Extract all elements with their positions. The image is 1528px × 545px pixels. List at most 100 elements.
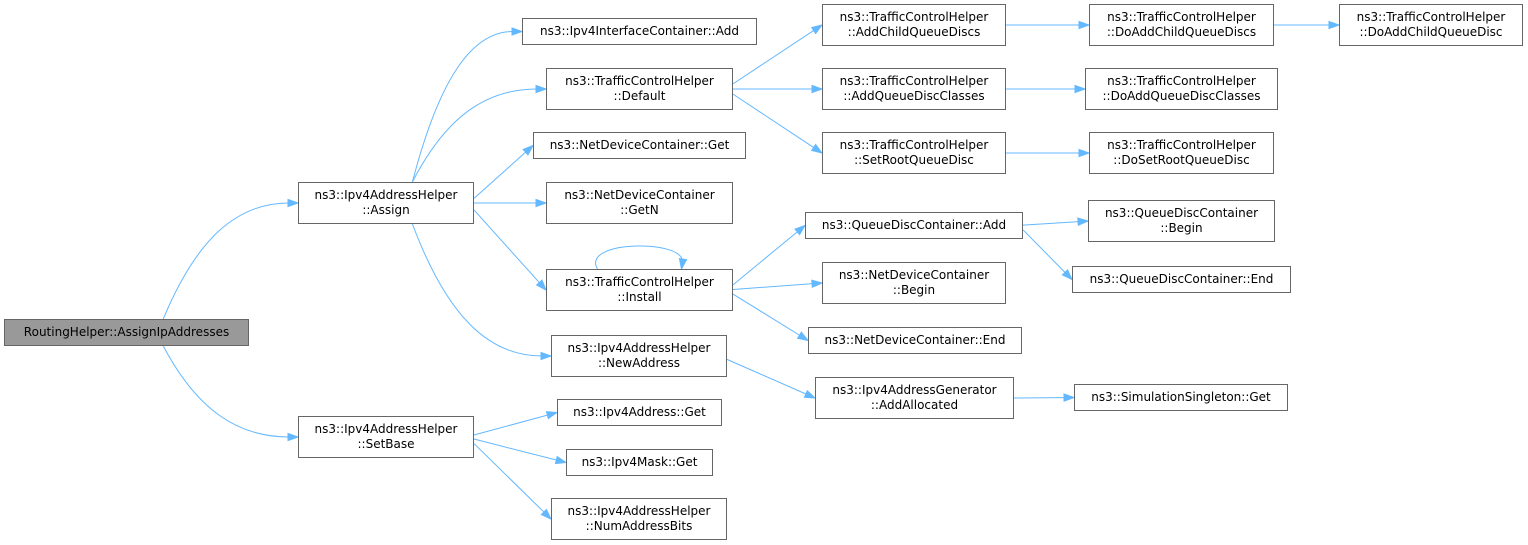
edge-arrowhead: [540, 351, 553, 361]
edge-arrowhead: [1078, 20, 1091, 30]
node-label: ns3::TrafficControlHelper: [839, 10, 989, 24]
edge-ipv4ah_assign-to-ipv4ic_add: [411, 31, 514, 183]
node-label: ns3::TrafficControlHelper: [839, 74, 989, 88]
node-label: ::NewAddress: [597, 356, 681, 370]
edge-routing_assign-to-ipv4ah_setbase: [162, 345, 290, 438]
edge-ipv4ah_setbase-to-ipv4ah_numaddressbits: [473, 443, 545, 514]
edge-tch_install-to-ndc_begin: [732, 283, 814, 290]
node-label: ns3::TrafficControlHelper: [839, 138, 989, 152]
node-label: ns3::NetDeviceContainer: [564, 188, 715, 202]
edge-arrowhead: [1078, 148, 1091, 158]
node-label: ::Assign: [362, 203, 410, 217]
edge-arrowhead: [522, 144, 535, 156]
edge-arrowhead: [287, 198, 300, 208]
edge-ipv4ah_assign-to-ndc_get: [473, 151, 527, 199]
node-label: ns3::TrafficControlHelper: [565, 275, 714, 289]
node-net-device-container-getn[interactable]: ns3::NetDeviceContainer ::GetN: [546, 182, 733, 224]
node-traffic-control-helper-add-queue-disc-classes[interactable]: ns3::TrafficControlHelper ::AddQueueDisc…: [822, 68, 1006, 110]
edge-arrowhead: [511, 27, 524, 36]
edge-arrowhead: [810, 24, 824, 35]
edge-arrowhead: [796, 331, 810, 342]
node-label: ::Begin: [892, 283, 936, 297]
node-label: ns3::TrafficControlHelper: [565, 74, 714, 88]
node-traffic-control-helper-install[interactable]: ns3::TrafficControlHelper ::Install: [546, 269, 733, 311]
edge-arrowhead: [1074, 84, 1087, 94]
node-label: ::SetRootQueueDisc: [854, 153, 974, 167]
node-label: ::AddChildQueueDiscs: [847, 25, 981, 39]
node-label: ::NumAddressBits: [585, 519, 693, 533]
node-label: ns3::TrafficControlHelper: [1356, 10, 1506, 24]
node-label: ns3::Ipv4Mask::Get: [581, 455, 698, 469]
edge-arrowhead: [811, 279, 824, 289]
node-label: ns3::QueueDiscContainer::End: [1089, 272, 1274, 286]
edge-ipv4ah_assign-to-tch_default: [411, 88, 538, 183]
edge-tch_default-to-tch_setroot: [732, 93, 815, 149]
node-ipv4-address-helper-new-address[interactable]: ns3::Ipv4AddressHelper ::NewAddress: [551, 335, 727, 377]
node-simulation-singleton-get[interactable]: ns3::SimulationSingleton::Get: [1074, 384, 1288, 411]
node-label: ::Begin: [1160, 221, 1203, 235]
node-label: ns3::Ipv4AddressHelper: [567, 341, 711, 355]
node-label: ns3::NetDeviceContainer::Get: [549, 138, 730, 152]
node-label: ns3::Ipv4Address::Get: [573, 405, 706, 419]
node-label: ns3::TrafficControlHelper: [1107, 74, 1256, 88]
node-queue-disc-container-begin[interactable]: ns3::QueueDiscContainer ::Begin: [1088, 200, 1275, 242]
node-label: ns3::QueueDiscContainer: [1104, 206, 1259, 220]
edge-ipv4ah_setbase-to-ipv4mask_get: [473, 438, 558, 461]
edge-ipv4ah_assign-to-ipv4ah_newaddress: [411, 223, 543, 357]
edge-routing_assign-to-ipv4ah_assign: [162, 202, 290, 320]
edge-arrowhead: [545, 411, 559, 420]
node-net-device-container-get[interactable]: ns3::NetDeviceContainer::Get: [533, 132, 746, 159]
node-label: ns3::QueueDiscContainer::Add: [821, 218, 1007, 232]
node-queue-disc-container-add[interactable]: ns3::QueueDiscContainer::Add: [805, 212, 1023, 239]
node-routing-helper-assign-ip-addresses: RoutingHelper::AssignIpAddresses: [4, 319, 249, 346]
node-traffic-control-helper-do-add-child-queue-disc[interactable]: ns3::TrafficControlHelper ::DoAddChildQu…: [1339, 4, 1523, 46]
edge-ipv4ah_newaddress-to-ipv4ag_addallocated: [726, 358, 807, 395]
node-label: ::DoAddChildQueueDiscs: [1106, 25, 1257, 39]
edge-ipv4ah_setbase-to-ipv4addr_get: [473, 414, 549, 436]
edge-tch_default-to-tch_addchild: [732, 29, 815, 85]
node-net-device-container-end[interactable]: ns3::NetDeviceContainer::End: [808, 327, 1022, 354]
node-label: RoutingHelper::AssignIpAddresses: [23, 325, 230, 339]
node-label: ns3::NetDeviceContainer::End: [824, 333, 1006, 347]
edge-arrowhead: [803, 389, 817, 399]
edge-arrowhead: [535, 198, 548, 208]
node-ipv4-mask-get[interactable]: ns3::Ipv4Mask::Get: [566, 449, 713, 476]
node-label: ns3::TrafficControlHelper: [1107, 138, 1256, 152]
node-traffic-control-helper-do-set-root-queue-disc[interactable]: ns3::TrafficControlHelper ::DoSetRootQue…: [1089, 132, 1274, 174]
edge-arrowhead: [1063, 393, 1076, 402]
edge-arrowhead: [811, 84, 824, 94]
node-ipv4-address-helper-num-address-bits[interactable]: ns3::Ipv4AddressHelper ::NumAddressBits: [551, 498, 727, 540]
node-traffic-control-helper-do-add-child-queue-discs[interactable]: ns3::TrafficControlHelper ::DoAddChildQu…: [1089, 4, 1274, 46]
edge-arrowhead: [1328, 20, 1341, 30]
node-traffic-control-helper-set-root-queue-disc[interactable]: ns3::TrafficControlHelper ::SetRootQueue…: [822, 132, 1006, 174]
edge-arrowhead: [794, 224, 807, 236]
node-ipv4-address-get[interactable]: ns3::Ipv4Address::Get: [557, 399, 722, 426]
edge-arrowhead: [810, 143, 824, 154]
node-ipv4-address-helper-setbase[interactable]: ns3::Ipv4AddressHelper ::SetBase: [298, 416, 474, 458]
node-traffic-control-helper-do-add-queue-disc-classes[interactable]: ns3::TrafficControlHelper ::DoAddQueueDi…: [1085, 68, 1278, 110]
node-net-device-container-begin[interactable]: ns3::NetDeviceContainer ::Begin: [822, 262, 1006, 304]
node-label: ns3::Ipv4AddressGenerator: [832, 383, 997, 397]
node-label: ns3::Ipv4AddressHelper: [314, 422, 458, 436]
node-label: ::AddQueueDiscClasses: [843, 89, 985, 103]
node-ipv4-address-helper-assign[interactable]: ns3::Ipv4AddressHelper ::Assign: [298, 182, 474, 224]
node-traffic-control-helper-add-child-queue-discs[interactable]: ns3::TrafficControlHelper ::AddChildQueu…: [822, 4, 1006, 46]
node-traffic-control-helper-default[interactable]: ns3::TrafficControlHelper ::Default: [546, 68, 733, 110]
node-queue-disc-container-end[interactable]: ns3::QueueDiscContainer::End: [1072, 266, 1291, 293]
node-label: ::Install: [617, 290, 662, 304]
node-ipv4-interface-container-add[interactable]: ns3::Ipv4InterfaceContainer::Add: [522, 18, 757, 45]
node-label: ns3::TrafficControlHelper: [1107, 10, 1256, 24]
edge-ipv4ah_assign-to-tch_install: [473, 209, 541, 284]
node-label: ::DoSetRootQueueDisc: [1113, 153, 1250, 167]
node-label: ns3::Ipv4AddressHelper: [314, 188, 458, 202]
edge-arrowhead: [540, 508, 553, 521]
edge-arrowhead: [535, 84, 548, 94]
node-label: ns3::SimulationSingleton::Get: [1091, 390, 1271, 404]
edge-tch_install-to-tch_install: [595, 245, 683, 270]
edge-arrowhead: [554, 455, 568, 465]
node-ipv4-address-generator-add-allocated[interactable]: ns3::Ipv4AddressGenerator ::AddAllocated: [815, 377, 1014, 419]
node-label: ::DoAddChildQueueDisc: [1359, 25, 1503, 39]
node-label: ::SetBase: [357, 437, 415, 451]
